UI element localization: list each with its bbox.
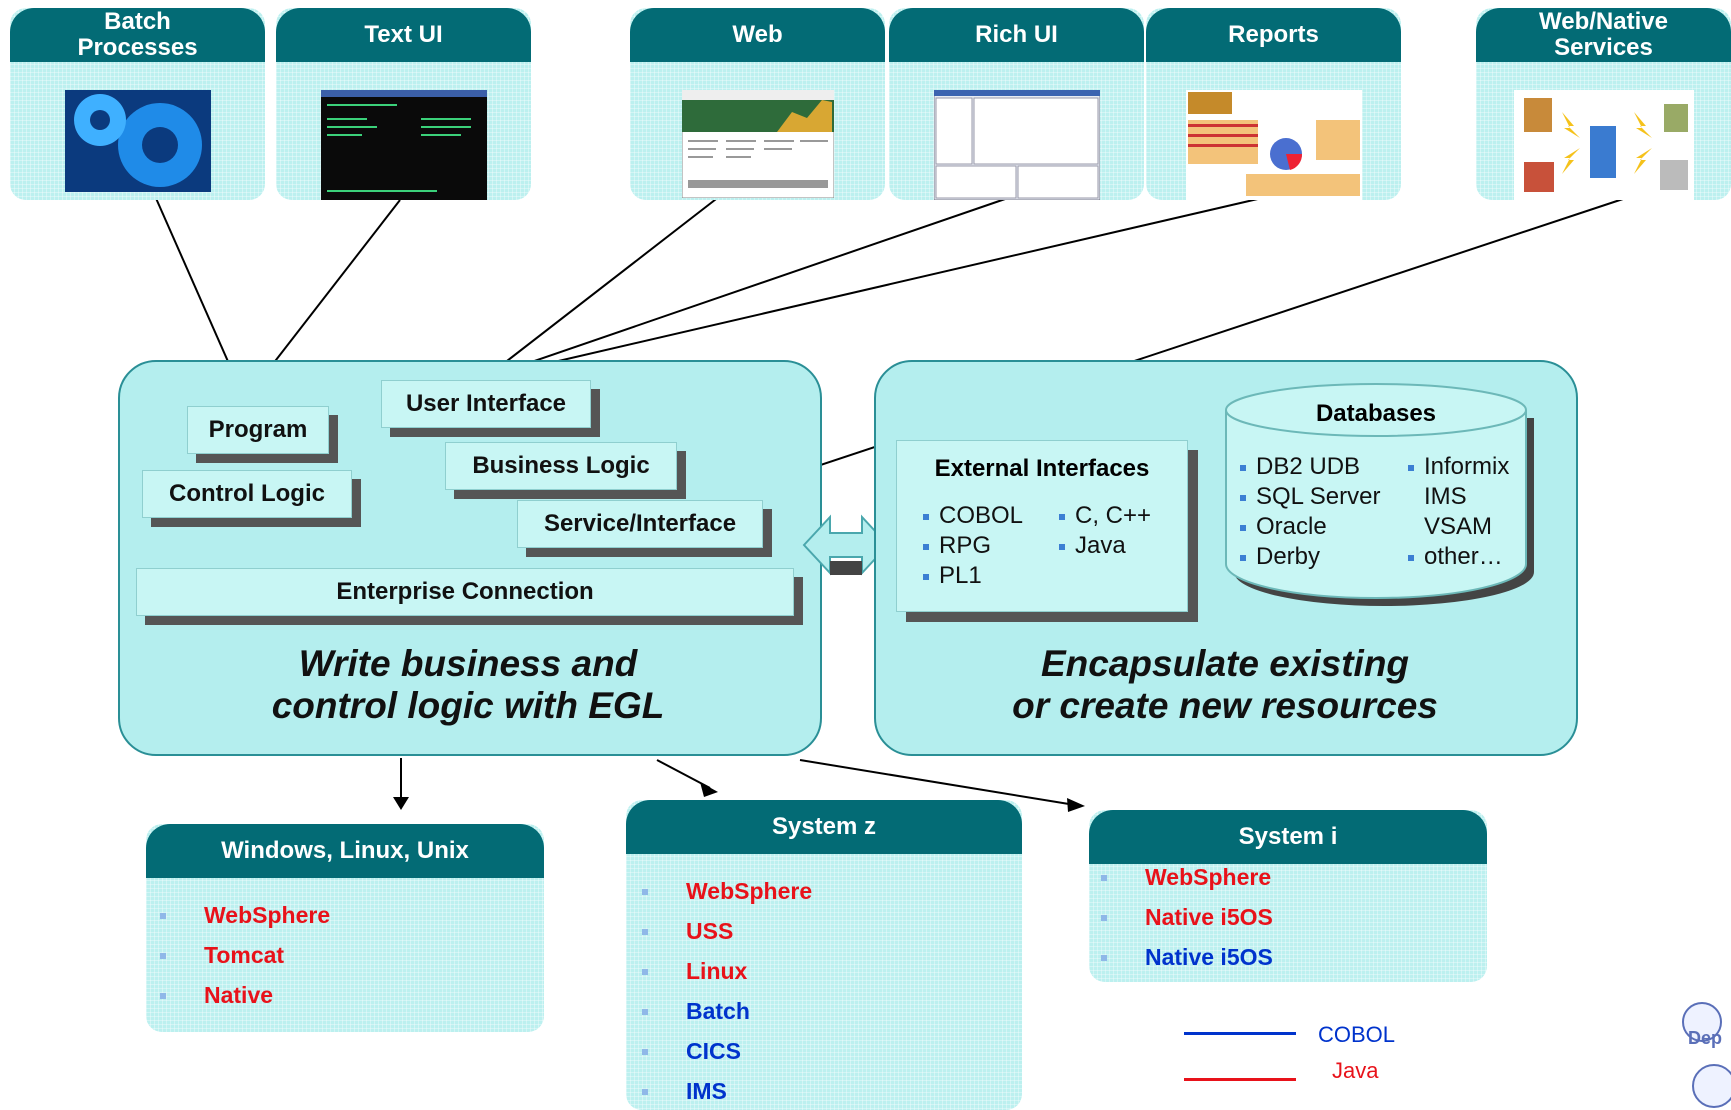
- user-interface-label: User Interface: [381, 380, 591, 428]
- resources-caption-line1: Encapsulate existing: [1040, 643, 1410, 684]
- resources-caption-line2: or create new resources: [1012, 685, 1438, 726]
- system-i-list: WebSphere Native i5OS Native i5OS: [1101, 864, 1273, 982]
- rich-ui-box: Rich UI: [889, 8, 1144, 200]
- bidirectional-arrow: [802, 514, 890, 576]
- services-illustration: [1513, 90, 1694, 200]
- service-interface-label: Service/Interface: [517, 500, 763, 548]
- gears-image: [64, 90, 211, 192]
- external-item: COBOL: [923, 501, 1023, 531]
- database-item: Oracle: [1240, 512, 1381, 542]
- platform-item: Native: [160, 982, 330, 1022]
- reports-box: Reports: [1146, 8, 1401, 200]
- external-interfaces-title: External Interfaces: [934, 455, 1150, 482]
- enterprise-connection-label: Enterprise Connection: [136, 568, 794, 616]
- platform-item: WebSphere: [160, 902, 330, 942]
- rich-ui-screenshot: [933, 90, 1100, 200]
- external-item: C, C++: [1059, 501, 1151, 531]
- web-title: Web: [630, 8, 885, 62]
- platform-item: Native i5OS: [1101, 944, 1273, 982]
- database-item: SQL Server: [1240, 482, 1381, 512]
- platform-item: WebSphere: [1101, 864, 1273, 904]
- legend: COBOL Java: [1184, 1022, 1424, 1086]
- system-z-box: System z WebSphere USS Linux Batch CICS …: [626, 800, 1022, 1110]
- database-item: other…: [1408, 542, 1509, 572]
- windows-linux-unix-box: Windows, Linux, Unix WebSphere Tomcat Na…: [146, 824, 544, 1032]
- platform-item: WebSphere: [642, 878, 812, 918]
- windows-linux-unix-title: Windows, Linux, Unix: [146, 824, 544, 878]
- batch-processes-title: Batch Processes: [10, 8, 265, 62]
- batch-processes-box: Batch Processes: [10, 8, 265, 200]
- external-item: PL1: [923, 561, 1023, 591]
- corner-circle-icon-2: [1692, 1064, 1731, 1108]
- system-i-title: System i: [1089, 810, 1487, 864]
- platform-item: CICS: [642, 1038, 812, 1078]
- text-ui-box: Text UI: [276, 8, 531, 200]
- databases-title: Databases: [1315, 400, 1437, 427]
- business-logic-label: Business Logic: [445, 442, 677, 490]
- platform-item: Batch: [642, 998, 812, 1038]
- legend-java-line: [1184, 1078, 1296, 1081]
- reports-title: Reports: [1146, 8, 1401, 62]
- platform-item: Native i5OS: [1101, 904, 1273, 944]
- legend-cobol-label: COBOL: [1318, 1022, 1396, 1047]
- database-item: Informix: [1408, 452, 1509, 482]
- database-item: Derby: [1240, 542, 1381, 572]
- legend-cobol-line: [1184, 1032, 1296, 1035]
- system-i-box: System i WebSphere Native i5OS Native i5…: [1089, 810, 1487, 982]
- database-cylinder: [1225, 383, 1534, 606]
- database-item: VSAM: [1424, 513, 1493, 540]
- database-item: DB2 UDB: [1240, 452, 1381, 482]
- legend-java-label: Java: [1332, 1058, 1379, 1083]
- corner-logo: Dep: [1678, 998, 1731, 1110]
- egl-caption-line2: control logic with EGL: [271, 685, 665, 726]
- web-native-services-title: Web/Native Services: [1476, 8, 1731, 62]
- web-native-services-box: Web/Native Services: [1476, 8, 1731, 200]
- system-z-list: WebSphere USS Linux Batch CICS IMS: [642, 878, 812, 1110]
- text-ui-title: Text UI: [276, 8, 531, 62]
- external-item: RPG: [923, 531, 1023, 561]
- report-screenshot: [1185, 90, 1362, 200]
- web-box: Web: [630, 8, 885, 200]
- egl-caption: Write business and control logic with EG…: [130, 643, 806, 727]
- resources-caption: Encapsulate existing or create new resou…: [880, 643, 1570, 727]
- database-item: IMS: [1424, 483, 1467, 510]
- system-z-title: System z: [626, 800, 1022, 854]
- rich-ui-title: Rich UI: [889, 8, 1144, 62]
- corner-circle-icon: [1682, 1002, 1722, 1042]
- platform-item: Linux: [642, 958, 812, 998]
- platform-item: IMS: [642, 1078, 812, 1110]
- control-logic-label: Control Logic: [142, 470, 352, 518]
- external-interfaces-box: External Interfaces COBOL RPG PL1 C, C++…: [896, 440, 1188, 612]
- egl-caption-line1: Write business and: [298, 643, 638, 684]
- external-item: Java: [1059, 531, 1151, 561]
- wlu-list: WebSphere Tomcat Native: [160, 902, 330, 1022]
- program-label: Program: [187, 406, 329, 454]
- platform-item: Tomcat: [160, 942, 330, 982]
- platform-item: USS: [642, 918, 812, 958]
- text-ui-screenshot: [320, 90, 487, 200]
- corner-text: Dep: [1688, 1028, 1723, 1048]
- web-screenshot: [681, 90, 834, 198]
